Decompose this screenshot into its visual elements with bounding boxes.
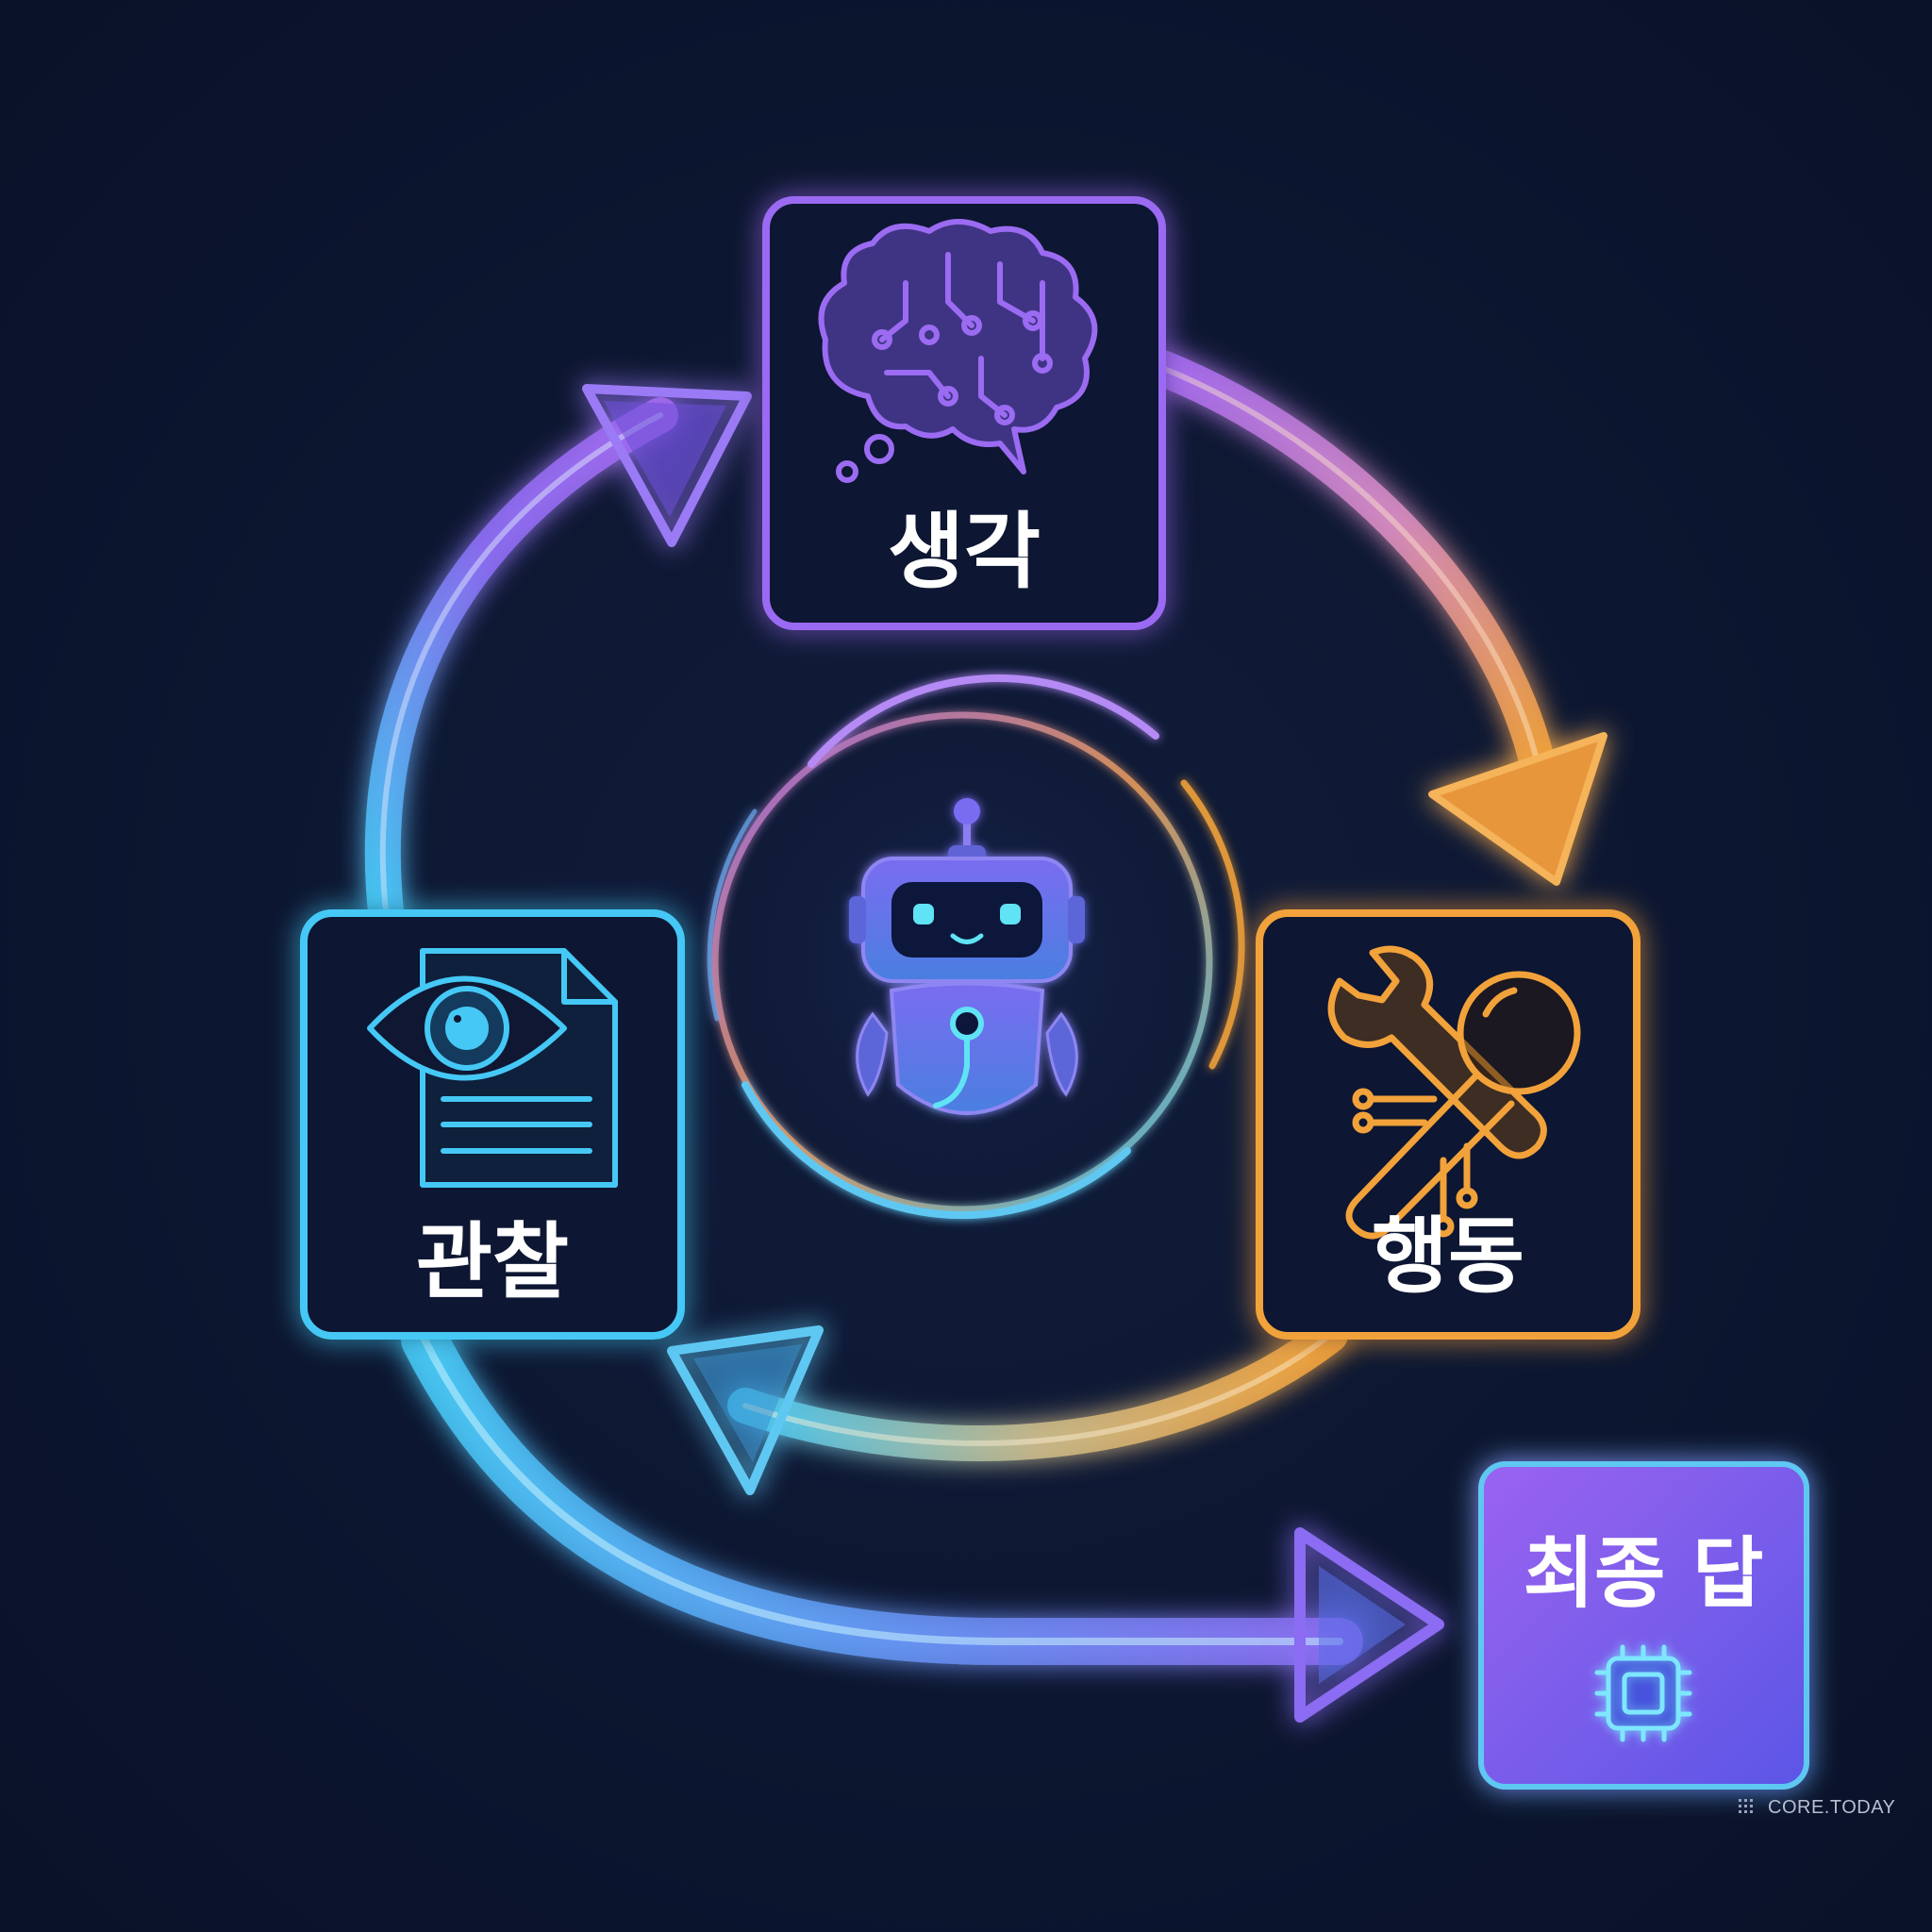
eye-document-icon	[367, 948, 618, 1188]
brain-circuit-icon	[818, 219, 1098, 483]
node-final-label: 최종 답	[1524, 1529, 1764, 1619]
node-observe: 관찰	[300, 909, 685, 1340]
watermark: CORE.TODAY	[1739, 1797, 1895, 1818]
node-act-label: 행동	[1372, 1208, 1524, 1305]
arrow-think-to-act	[1144, 350, 1607, 886]
grid-logo-icon	[1739, 1799, 1753, 1813]
wrench-magnifier-icon	[1327, 945, 1581, 1240]
node-think-label: 생각	[888, 503, 1041, 600]
robot-icon	[849, 798, 1085, 1115]
watermark-text: CORE.TODAY	[1768, 1797, 1895, 1818]
arrow-observe-to-final	[401, 1316, 1444, 1723]
node-final-answer: 최종 답	[1478, 1461, 1809, 1790]
center-hub	[651, 651, 1274, 1274]
node-think: 생각	[762, 196, 1166, 630]
node-act: 행동	[1256, 909, 1641, 1340]
arrow-observe-to-think	[364, 384, 752, 938]
node-observe-label: 관찰	[416, 1213, 569, 1310]
chip-icon	[1594, 1644, 1692, 1742]
arrow-act-to-observe	[667, 1317, 1348, 1495]
